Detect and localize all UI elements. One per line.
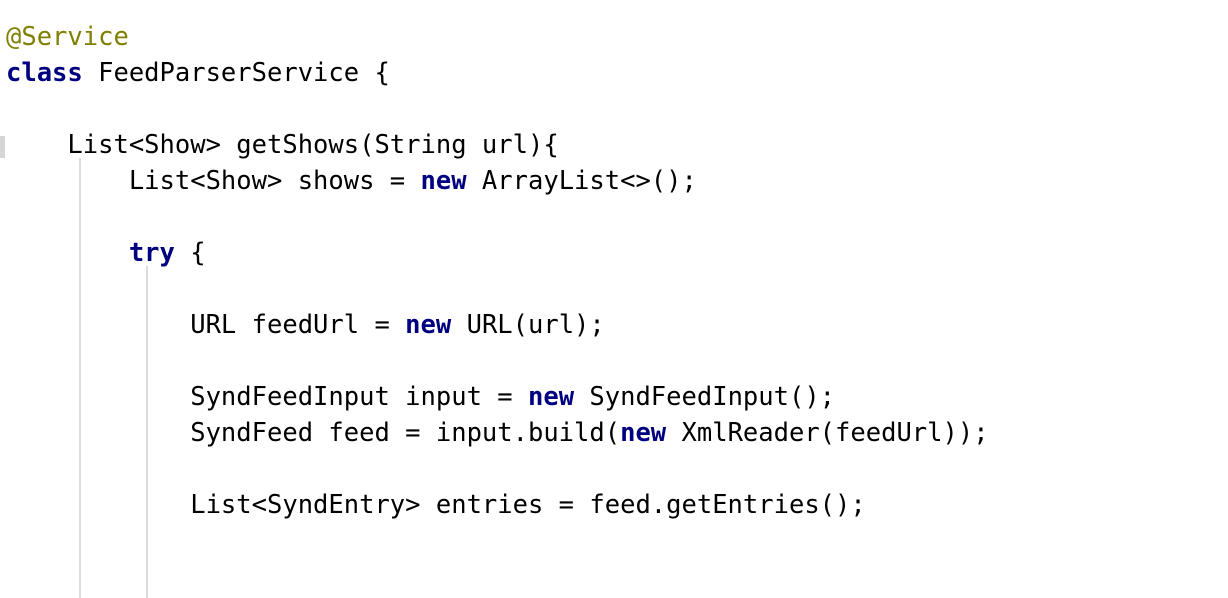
token-keyword: new [405,310,452,340]
code-line-7[interactable]: try { [6,235,206,271]
code-line-3[interactable] [6,91,21,127]
token-keyword: new [420,166,467,196]
token-plain: List<Show> shows = [6,166,421,196]
token-plain: XmlReader(feedUrl)); [666,418,989,448]
token-plain [6,238,129,268]
token-plain: SyndFeed feed = input.build( [6,418,621,448]
token-plain: FeedParserService { [82,58,390,88]
code-line-10[interactable] [6,343,21,379]
modified-line-marker[interactable] [0,136,5,158]
token-plain: List<Show> getShows(String url){ [6,130,559,160]
token-plain: URL(url); [451,310,605,340]
token-keyword: try [128,238,175,268]
code-line-11[interactable]: SyndFeedInput input = new SyndFeedInput(… [6,379,835,415]
code-line-6[interactable] [6,199,21,235]
token-plain: List<SyndEntry> entries = feed.getEntrie… [6,490,866,520]
code-line-13[interactable] [6,451,21,487]
token-annotation: @Service [6,22,129,52]
code-line-15[interactable] [6,523,21,559]
code-line-12[interactable]: SyndFeed feed = input.build(new XmlReade… [6,415,989,451]
code-line-1[interactable]: @Service [6,19,129,55]
code-line-5[interactable]: List<Show> shows = new ArrayList<>(); [6,163,697,199]
token-keyword: new [527,382,575,412]
code-line-14[interactable]: List<SyndEntry> entries = feed.getEntrie… [6,487,866,523]
indent-guide-1 [146,266,148,598]
token-keyword: class [6,58,83,88]
code-line-9[interactable]: URL feedUrl = new URL(url); [6,307,605,343]
token-plain: { [174,238,206,268]
code-line-2[interactable]: class FeedParserService { [6,55,390,91]
token-keyword: new [620,418,667,448]
token-plain: URL feedUrl = [6,310,406,340]
token-plain: SyndFeedInput(); [574,382,836,412]
token-plain: ArrayList<>(); [466,166,697,196]
code-line-16[interactable] [6,559,21,595]
indent-guide-0 [79,158,81,598]
code-line-8[interactable] [6,271,21,307]
token-plain: SyndFeedInput input = [6,382,528,412]
code-line-4[interactable]: List<Show> getShows(String url){ [6,127,559,163]
